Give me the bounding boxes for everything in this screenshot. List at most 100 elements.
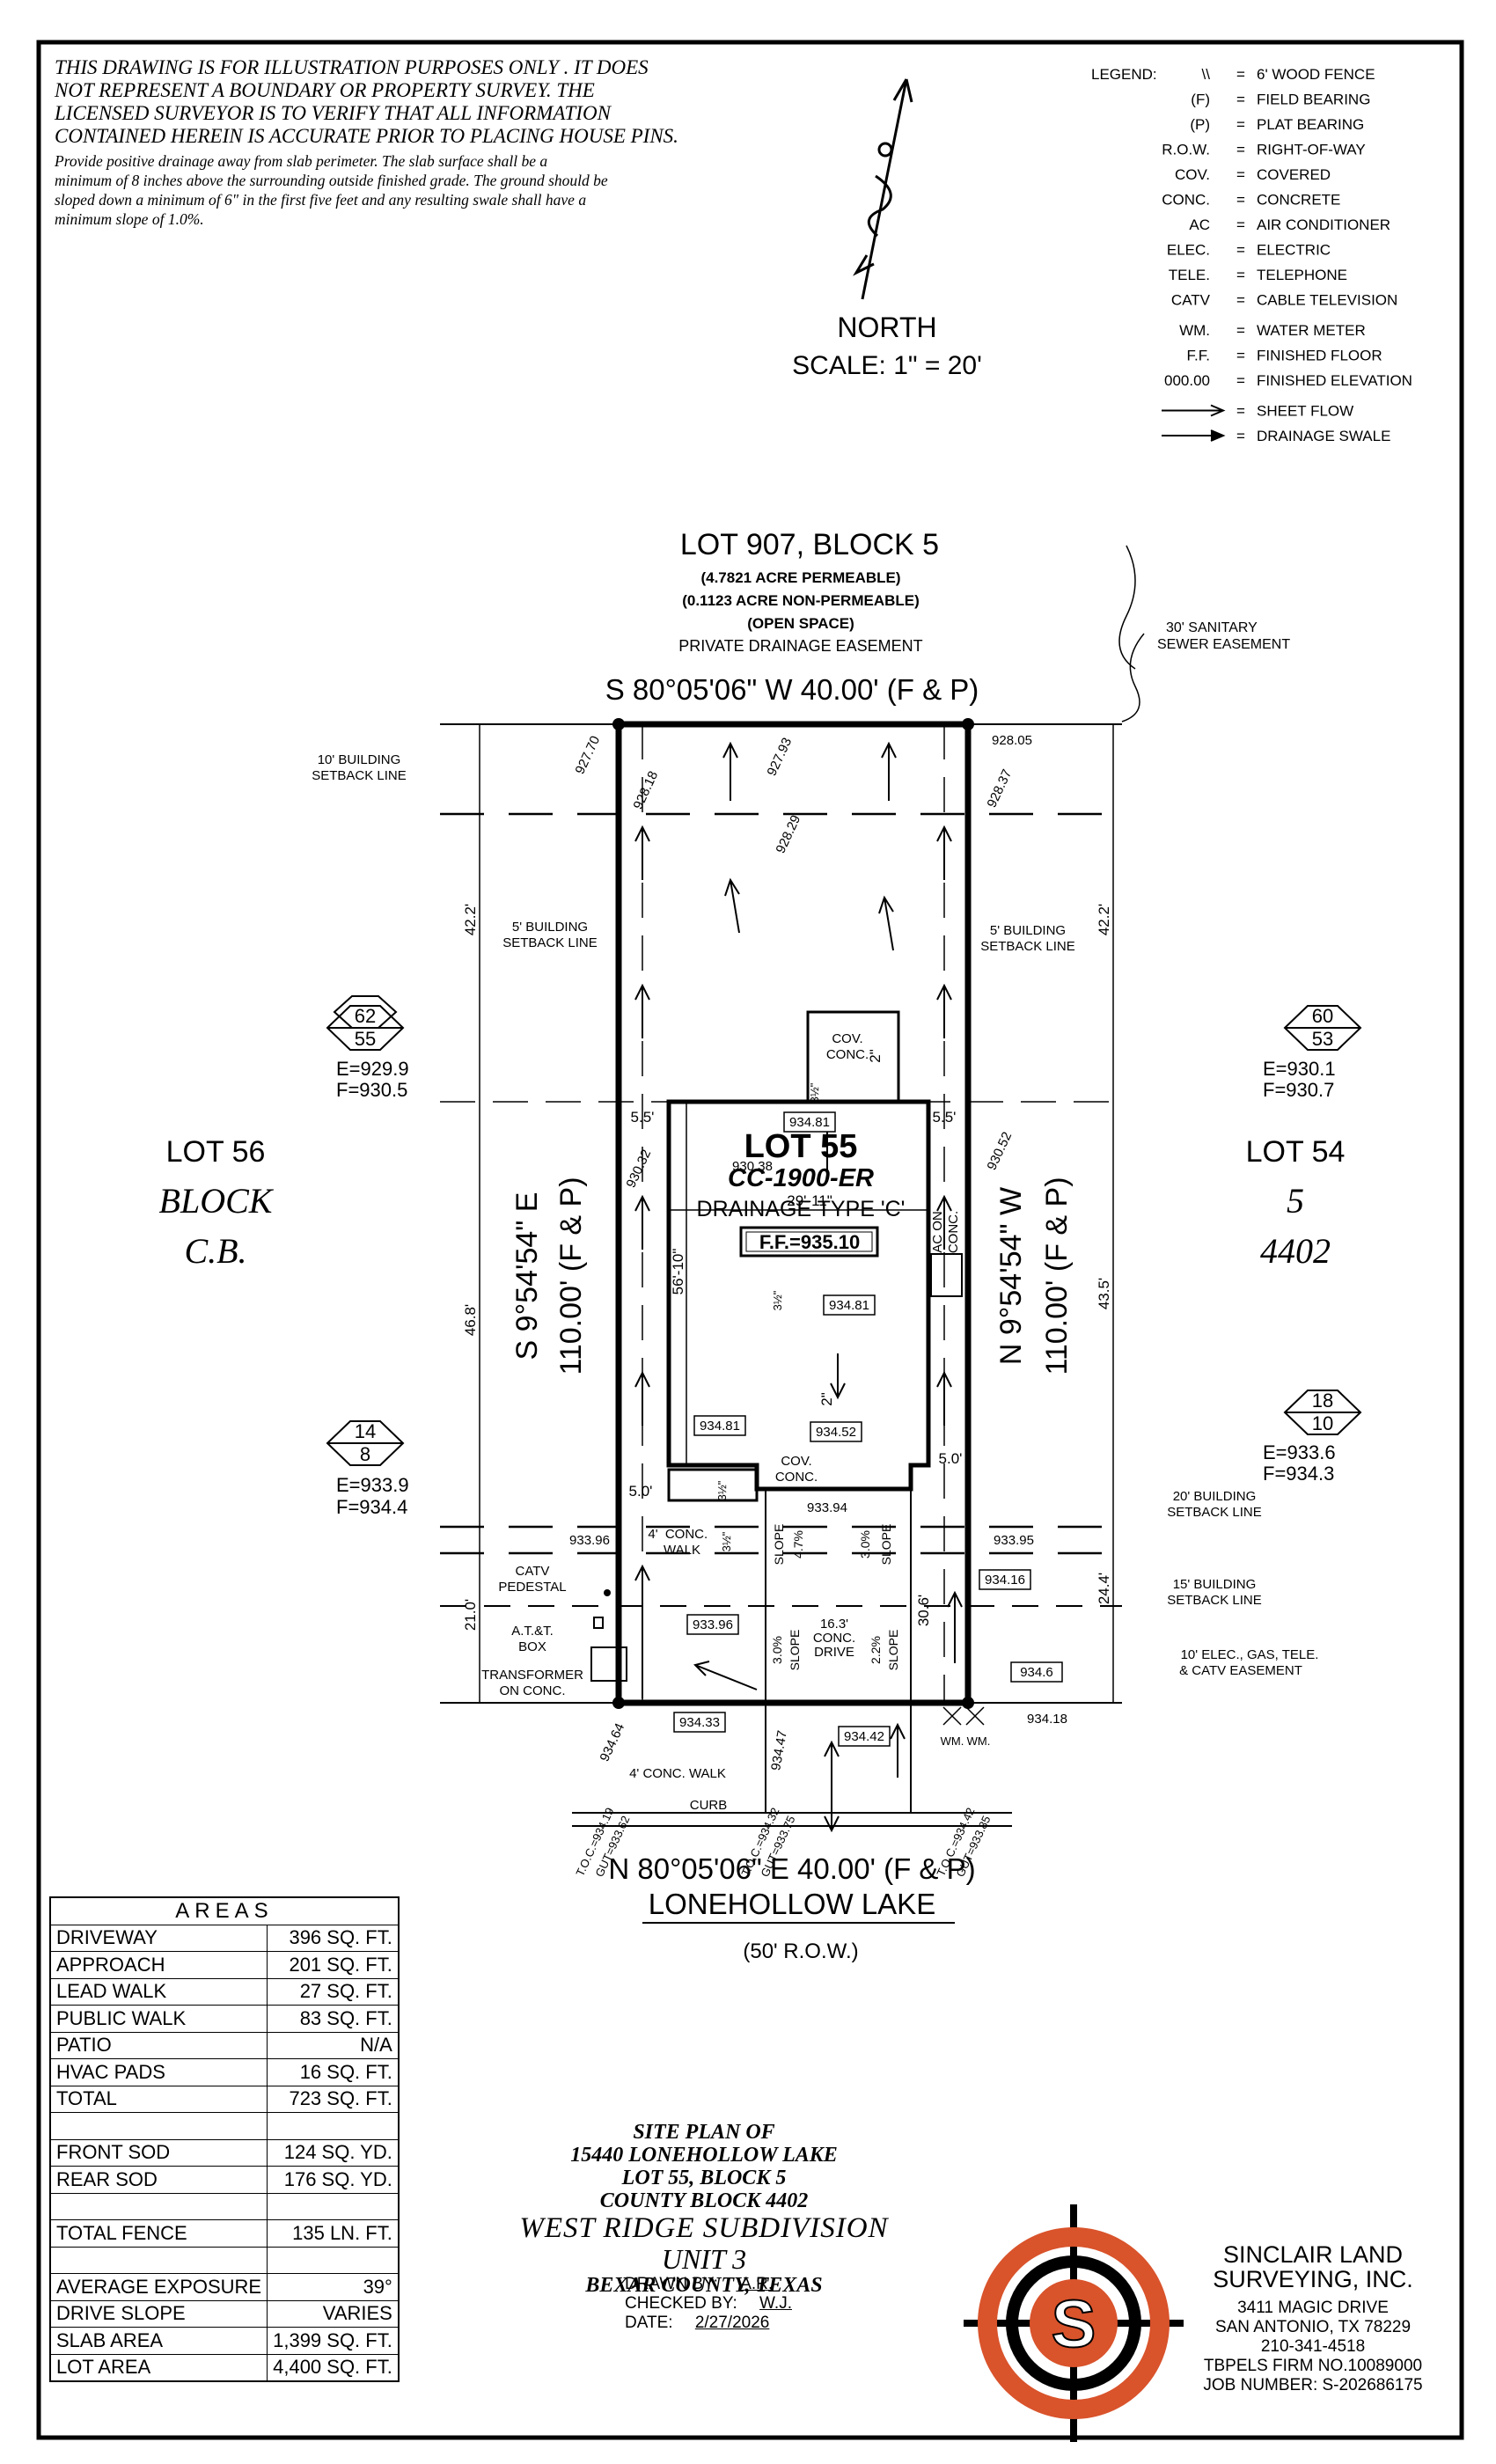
elevation-value: 934.81 (789, 1115, 830, 1130)
cov-conc-top-2: CONC. (826, 1047, 869, 1062)
att-1: A.T.&T. (511, 1624, 554, 1639)
legend-key: ELEC. (1167, 242, 1210, 259)
drive-3: DRIVE (814, 1645, 854, 1660)
right-top-e: E=930.1 (1263, 1058, 1336, 1080)
elevation-box (1010, 1661, 1063, 1683)
areas-label: HVAC PADS (49, 2058, 268, 2086)
areas-value: 1,399 SQ. FT. (267, 2327, 400, 2355)
drainage-line-1: Provide positive drainage away from slab… (55, 152, 548, 170)
company-address-2: SAN ANTONIO, TX 78229 (1214, 2318, 1412, 2336)
areas-value: 83 SQ. FT. (267, 2005, 400, 2033)
title-line-1: SITE PLAN OF (633, 2121, 775, 2144)
legend-key: TELE. (1169, 267, 1210, 283)
legend-equals: = (1236, 428, 1245, 444)
areas-label: APPROACH (49, 1951, 268, 1979)
street-row: (50' R.O.W.) (743, 1940, 858, 1963)
rear-lot-nonpermeable: (0.1123 ACRE NON-PERMEABLE) (682, 592, 920, 609)
hex-marker-left-top (326, 995, 405, 1051)
dim-29-11: 29'-11" (787, 1192, 832, 1209)
elevation-box (783, 1111, 836, 1133)
legend-equals: = (1236, 372, 1245, 389)
legend: \\=6' WOOD FENCE(F)=FIELD BEARING(P)=PLA… (1162, 66, 1412, 444)
dim-3half-d: 3½" (720, 1531, 733, 1551)
elevation-box (810, 1421, 862, 1442)
drawn-label: DRAWN BY: (625, 2275, 718, 2293)
areas-label: LOT AREA (49, 2353, 268, 2382)
left-bot-f: F=934.4 (336, 1496, 407, 1518)
disclaimer-line-2: NOT REPRESENT A BOUNDARY OR PROPERTY SUR… (55, 79, 595, 101)
north-label: NORTH (837, 312, 936, 343)
legend-equals: = (1236, 142, 1245, 158)
street-name: LONEHOLLOW LAKE (649, 1888, 935, 1920)
legend-key: (P) (1190, 116, 1210, 133)
legend-key: CONC. (1162, 192, 1210, 209)
catv-pedestal (604, 1589, 611, 1596)
disclaimer-line-4: CONTAINED HEREIN IS ACCURATE PRIOR TO PL… (55, 125, 678, 147)
left-cb-label: C.B. (184, 1231, 246, 1271)
elev-933-96-a: 933.96 (569, 1533, 610, 1548)
dim-56-10: 56'-10" (670, 1249, 686, 1295)
areas-value: 176 SQ. YD. (267, 2166, 400, 2194)
logo-letter: S (1052, 2287, 1096, 2362)
areas-value: VARIES (267, 2299, 400, 2328)
legend-value: SHEET FLOW (1257, 403, 1353, 420)
drainage-swale-icon (1162, 429, 1226, 442)
company-address-1: 3411 MAGIC DRIVE (1237, 2299, 1389, 2317)
hex-left-bot-2: 8 (360, 1443, 370, 1465)
elev-930-52: 930.52 (985, 1130, 1016, 1173)
company-firm: TBPELS FIRM NO.10089000 (1203, 2357, 1423, 2375)
conc-walk-3: WALK (664, 1543, 700, 1558)
elev-928-18: 928.18 (631, 769, 662, 812)
elev-927-93: 927.93 (765, 736, 796, 779)
drawn-info: DRAWN BY: A.R. CHECKED BY: W.J. DATE: 2/… (625, 2275, 792, 2333)
setback-front20-1: 20' BUILDING (1173, 1489, 1257, 1504)
elev-928-05: 928.05 (992, 733, 1032, 748)
legend-key: R.O.W. (1162, 142, 1210, 158)
county-name: BEXAR COUNTY, TEXAS (585, 2274, 823, 2297)
legend-key: WM. (1179, 322, 1210, 339)
legend-key: F.F. (1187, 348, 1210, 364)
left-lot-label: LOT 56 (166, 1135, 266, 1169)
setback-front20-2: SETBACK LINE (1167, 1505, 1262, 1520)
elevation-value: 934.42 (844, 1729, 884, 1744)
company-name-1: SINCLAIR LAND (1222, 2241, 1404, 2268)
drainage-line-4: minimum slope of 1.0%. (55, 210, 204, 228)
dim-5-0-right: 5.0' (939, 1450, 963, 1467)
elevation-box (693, 1415, 746, 1436)
setback-rear-1: 10' BUILDING (318, 752, 401, 767)
sheet-flow-arrows (634, 741, 963, 1833)
legend-value: TELEPHONE (1257, 267, 1347, 283)
dim-42-2-right: 42.2' (1096, 904, 1112, 935)
legend-key: 000.00 (1164, 372, 1210, 389)
slope-1: SLOPE (772, 1524, 786, 1566)
rear-lot-easement: PRIVATE DRAINAGE EASEMENT (678, 637, 922, 655)
walk-4: 4' CONC. WALK (629, 1766, 726, 1781)
slope-6: SLOPE (788, 1630, 802, 1671)
legend-title: LEGEND: (1091, 66, 1157, 83)
att-2: BOX (518, 1639, 546, 1654)
areas-value: 201 SQ. FT. (267, 1951, 400, 1979)
legend-value: DRAINAGE SWALE (1257, 428, 1390, 444)
legend-equals: = (1236, 166, 1245, 183)
legend-value: COVERED (1257, 166, 1331, 183)
drive-2: CONC. (813, 1631, 855, 1646)
dim-24-4: 24.4' (1096, 1573, 1112, 1604)
elev-928-29: 928.29 (774, 813, 804, 856)
dim-2in: 2" (867, 1049, 884, 1063)
legend-equals: = (1236, 242, 1245, 259)
areas-label: DRIVE SLOPE (49, 2299, 268, 2328)
elevation-value: 934.16 (985, 1573, 1025, 1588)
elevation-value: 933.96 (693, 1617, 733, 1632)
elev-930-38: 930.38 (732, 1159, 773, 1174)
legend-value: FINISHED ELEVATION (1257, 372, 1412, 389)
title-line-4: COUNTY BLOCK 4402 (599, 2189, 809, 2212)
areas-title: AREAS (49, 1896, 400, 1925)
elevation-value: 934.33 (679, 1715, 720, 1730)
